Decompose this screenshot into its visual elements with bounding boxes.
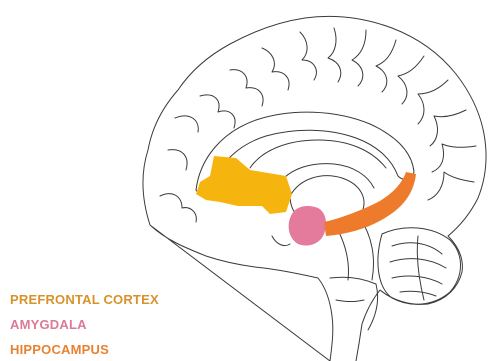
- prefrontal-cortex-region: [196, 156, 292, 214]
- amygdala-region: [289, 206, 326, 246]
- legend: PREFRONTAL CORTEX AMYGDALA HIPPOCAMPUS: [10, 287, 159, 361]
- pituitary: [272, 236, 290, 246]
- legend-item-hippocampus: HIPPOCAMPUS: [10, 337, 159, 361]
- legend-item-amygdala: AMYGDALA: [10, 312, 159, 337]
- cerebellum: [378, 228, 461, 305]
- brain-outline: [143, 16, 486, 361]
- legend-item-prefrontal-cortex: PREFRONTAL CORTEX: [10, 287, 159, 312]
